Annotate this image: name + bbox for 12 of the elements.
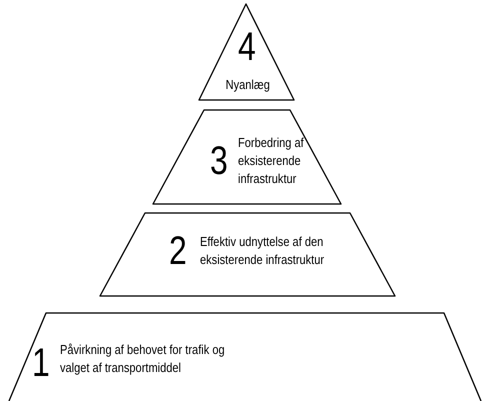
tier-number: 4	[238, 27, 256, 67]
pyramid-tier	[8, 312, 482, 401]
tier-description: Nyanlæg	[224, 76, 271, 94]
tier-description: Forbedring af eksisterende infrastruktur	[238, 134, 305, 188]
tier-number: 3	[210, 141, 228, 181]
tier-number: 1	[32, 343, 50, 383]
pyramid-tier	[152, 109, 342, 205]
tier-description: Effektiv udnyttelse af den eksisterende infrastruktur	[200, 233, 326, 269]
tier-number: 2	[169, 231, 187, 271]
tier-description: Påvirkning af behovet for trafik og valget af transportmiddel	[60, 341, 226, 377]
pyramid-tier	[99, 212, 396, 297]
pyramid-tier	[198, 3, 295, 101]
